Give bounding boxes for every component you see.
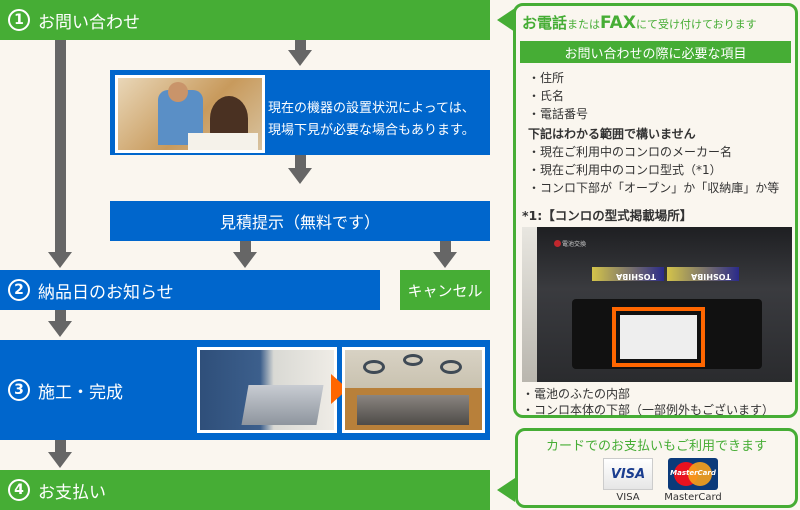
battery-button-icon: [554, 240, 561, 247]
step-1-number: 1: [8, 9, 30, 31]
flow-line-survey: [295, 40, 306, 50]
required-item: ・住所: [528, 71, 565, 85]
battery-button-label: 電池交換: [562, 241, 587, 248]
cancel-box: キャンセル: [400, 270, 490, 310]
flow-line-estimate-step2: [240, 241, 251, 253]
cancel-label: キャンセル: [407, 281, 483, 300]
location-item: ・電池のふたの内部: [522, 387, 631, 401]
arrow-down-icon: [288, 168, 312, 184]
arrow-down-icon: [433, 252, 457, 268]
mastercard-logo: MasterCard: [668, 458, 718, 490]
mastercard-logo-text: MasterCard: [670, 469, 716, 477]
survey-photo: [115, 75, 265, 153]
step-2-number: 2: [8, 279, 30, 301]
step-4-label: お支払い: [38, 482, 106, 503]
card-payment-title: カードでのお支払いもご利用できます: [545, 439, 767, 454]
paper: [188, 133, 258, 150]
burner: [440, 360, 462, 374]
model-plate-photo: 電池交換 TOSHIBA TOSHIBA: [522, 227, 792, 382]
location-item: ・コンロ本体の下部（一部例外もございます）: [522, 403, 775, 417]
optional-item: ・現在ご利用中のコンロ型式（*1）: [528, 163, 722, 177]
arrow-down-icon: [48, 321, 72, 337]
arrow-down-icon: [48, 252, 72, 268]
bubble-tail: [497, 478, 515, 502]
step-3-label: 施工・完成: [38, 382, 123, 403]
heading-phone: お電話: [522, 14, 568, 32]
heading-or: または: [567, 18, 601, 31]
step-1-label: お問い合わせ: [38, 12, 140, 33]
optional-item: ・現在ご利用中のコンロのメーカー名: [528, 145, 733, 159]
optional-item: ・コンロ下部が「オーブン」か「収納庫」か等: [528, 181, 780, 195]
completed-stove-photo: [342, 347, 485, 433]
battery: TOSHIBA: [667, 267, 739, 281]
visa-logo: VISA: [603, 458, 653, 490]
heading-fax: FAX: [600, 13, 636, 33]
arrow-down-icon: [48, 452, 72, 468]
staff-head: [168, 82, 188, 102]
mastercard-yellow-circle: [688, 462, 712, 486]
required-items-title: お問い合わせの際に必要な項目: [520, 41, 791, 63]
card-payment-panel: カードでのお支払いもご利用できます VISA VISA MasterCard M…: [515, 428, 798, 508]
contact-heading: お電話またはFAXにて受け付けております: [522, 12, 757, 33]
step-4-bar: 4 お支払い: [0, 470, 490, 510]
step-2-bar: 2 納品日のお知らせ: [0, 270, 380, 310]
flow-line-1-2: [55, 40, 66, 253]
contact-info-panel: お電話またはFAXにて受け付けております お問い合わせの際に必要な項目 ・住所 …: [513, 3, 798, 418]
side-wall: [522, 227, 537, 382]
mastercard-label: MasterCard: [664, 492, 722, 503]
required-item: ・電話番号: [528, 107, 589, 121]
flow-line-2-3: [55, 310, 66, 322]
step-3-number: 3: [8, 379, 30, 401]
survey-text-line-1: 現在の機器の設置状況によっては、: [268, 101, 475, 116]
estimate-label: 見積提示（無料です）: [219, 213, 380, 232]
survey-text-line-2: 現場下見が必要な場合もあります。: [268, 123, 475, 138]
arrow-down-icon: [233, 252, 257, 268]
step-4-number: 4: [8, 479, 30, 501]
flow-line-cancel: [440, 241, 451, 253]
model-location-title: *1:【コンロの型式掲載場所】: [522, 208, 693, 223]
burner: [363, 360, 385, 374]
arrow-down-icon: [288, 50, 312, 66]
grill-door: [357, 395, 469, 425]
installation-photo: [197, 347, 337, 433]
estimate-box: 見積提示（無料です）: [110, 201, 490, 241]
highlight-frame: [612, 307, 705, 367]
required-title-text: お問い合わせの際に必要な項目: [564, 46, 747, 62]
bubble-tail: [497, 8, 515, 32]
step-2-label: 納品日のお知らせ: [38, 282, 174, 303]
required-item: ・氏名: [528, 89, 565, 103]
burner: [403, 354, 423, 366]
battery: TOSHIBA: [592, 267, 664, 281]
optional-title: 下記はわかる範囲で構いません: [528, 127, 696, 141]
site-survey-box: 現在の機器の設置状況によっては、 現場下見が必要な場合もあります。: [110, 70, 490, 155]
visa-label: VISA: [616, 492, 640, 503]
flow-line-estimate: [295, 155, 306, 169]
flow-line-3-4: [55, 440, 66, 454]
stove-unit: [241, 385, 324, 425]
heading-suffix: にて受け付けております: [635, 18, 757, 31]
step-3-bar: 3 施工・完成: [0, 340, 490, 440]
step-1-bar: 1 お問い合わせ: [0, 0, 490, 40]
model-plate: [620, 315, 697, 359]
